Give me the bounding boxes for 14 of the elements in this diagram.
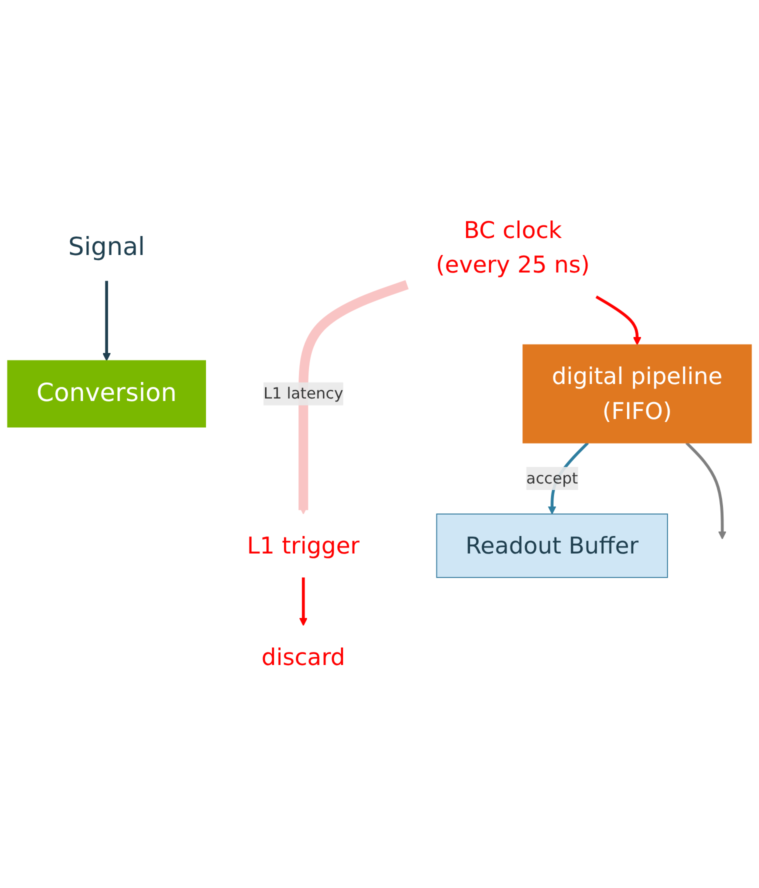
node-text: BC clock (every 25 ns) [436,217,590,279]
node-box: Readout Buffer [436,514,668,578]
arrow [596,296,642,346]
node-text: discard [262,644,346,671]
node-text: Signal [68,232,145,262]
node-text: L1 trigger [246,532,360,560]
edge-label: L1 latency [263,384,344,403]
arrow [102,281,111,362]
arrow [685,442,726,540]
arrow [299,578,308,626]
arrow [298,280,409,515]
node-box: digital pipeline (FIFO) [522,344,752,444]
node-box: Conversion [7,360,206,428]
edge-label: accept [526,468,578,488]
